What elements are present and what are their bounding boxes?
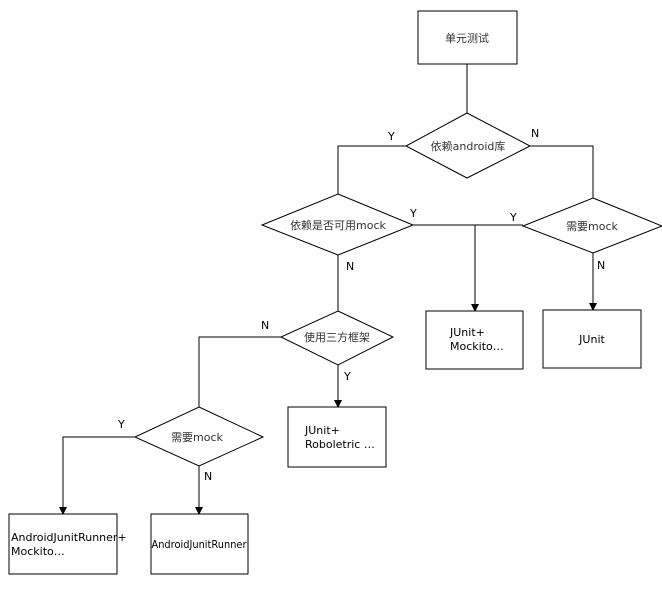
runner-mockito-label-2: Mockito… bbox=[11, 545, 65, 558]
junit-mockito-box bbox=[425, 310, 524, 370]
decision-depends-mockable-label: 依赖是否可用mock bbox=[290, 219, 386, 232]
edge-label-android-no: N bbox=[531, 127, 539, 140]
edge-android-no bbox=[530, 145, 594, 198]
junit-box bbox=[542, 309, 642, 369]
runner-box bbox=[150, 513, 249, 575]
edge-label-third-party-no: N bbox=[261, 319, 269, 332]
decision-need-mock-right bbox=[521, 197, 662, 254]
edge-left-need-mock-yes bbox=[59, 436, 135, 515]
edge-label-right-need-mock-no: N bbox=[597, 259, 605, 272]
edge-third-party-no bbox=[198, 336, 281, 407]
edge-label-right-need-mock-yes: Y bbox=[509, 211, 517, 224]
runner-mockito-box bbox=[8, 513, 118, 575]
junit-robolectric-label-2: Roboletric … bbox=[305, 438, 375, 451]
decision-depends-android bbox=[404, 112, 532, 179]
edge-label-left-need-mock-yes: Y bbox=[117, 418, 125, 431]
junit-mockito-label-1: JUnit+ bbox=[449, 326, 485, 339]
edge-label-mockable-yes: Y bbox=[409, 207, 417, 220]
decision-need-mock-left-label: 需要mock bbox=[171, 431, 223, 444]
junit-robolectric-box bbox=[287, 406, 387, 468]
junit-mockito-label-2: Mockito… bbox=[450, 340, 504, 353]
edge-android-yes bbox=[337, 145, 406, 194]
start-box bbox=[417, 10, 518, 65]
decision-need-mock-right-label: 需要mock bbox=[566, 220, 618, 233]
edge-label-left-need-mock-no: N bbox=[204, 470, 212, 483]
junit-label: JUnit bbox=[578, 333, 605, 346]
edge-label-third-party-yes: Y bbox=[343, 370, 351, 383]
runner-label: AndroidJunitRunner bbox=[152, 538, 247, 551]
junit-robolectric-label-1: JUnit+ bbox=[304, 424, 340, 437]
decision-third-party bbox=[279, 310, 395, 366]
edge-label-android-yes: Y bbox=[387, 130, 395, 143]
runner-mockito-label-1: AndroidJunitRunner+ bbox=[11, 531, 127, 544]
edge-label-mockable-no: N bbox=[346, 260, 354, 273]
decision-third-party-label: 使用三方框架 bbox=[304, 330, 370, 344]
decision-depends-android-label: 依赖android库 bbox=[431, 140, 506, 153]
decision-need-mock-left bbox=[133, 406, 265, 467]
start-label: 单元测试 bbox=[445, 32, 489, 45]
decision-depends-mockable bbox=[260, 193, 415, 256]
